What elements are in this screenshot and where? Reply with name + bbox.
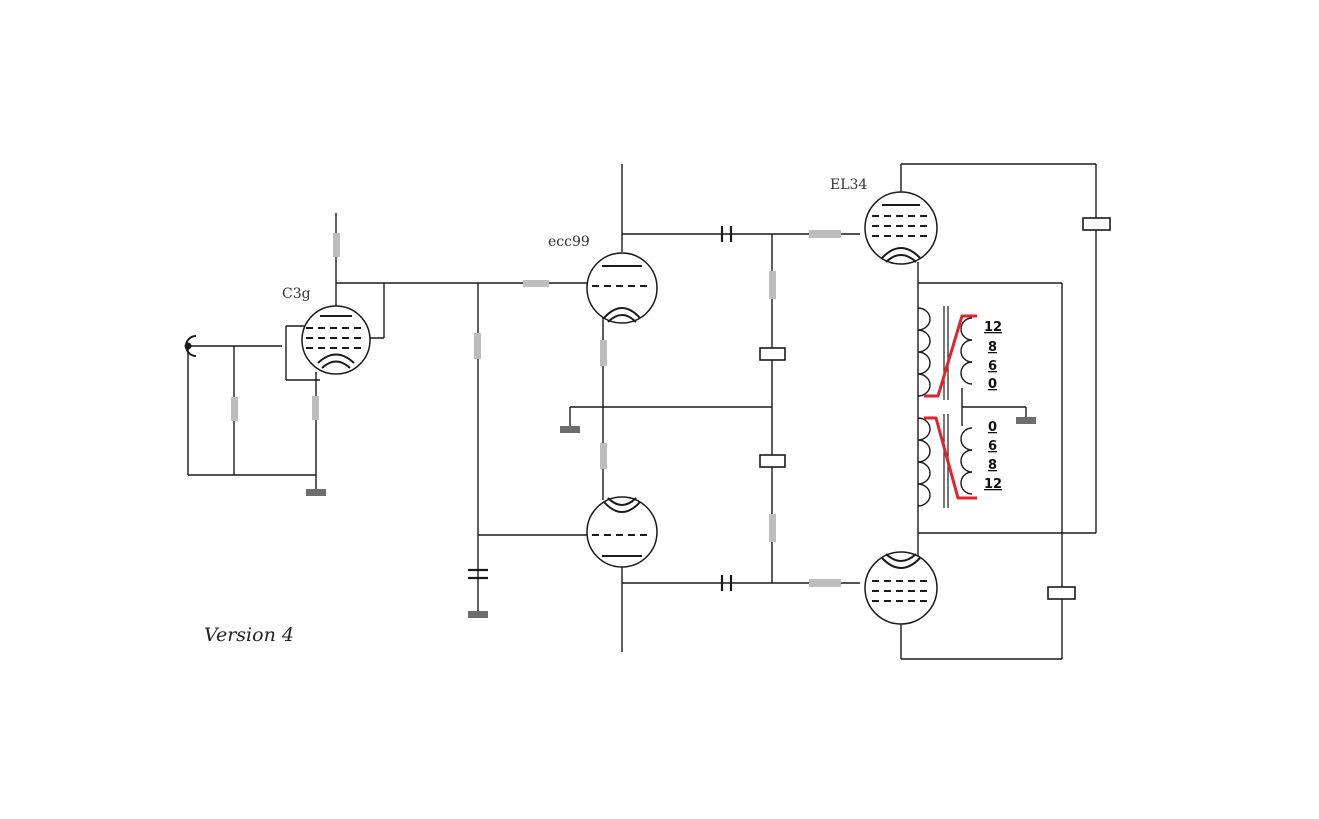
c3g-label: C3g — [282, 286, 311, 302]
lower-grid-leak-resistor — [769, 514, 776, 542]
bias-ground-symbol — [468, 611, 488, 618]
ecc99-upper-triode — [586, 252, 658, 324]
upper-el34-grid-stopper — [809, 230, 841, 238]
bias-resistor — [474, 333, 481, 359]
tap-label: 6 — [988, 359, 997, 374]
lower-el34-tube — [864, 551, 938, 625]
lower-el34-grid-stopper — [809, 579, 841, 587]
ecc99-label: ecc99 — [548, 234, 590, 250]
ecc99-cathode-resistor-upper — [600, 340, 607, 366]
input-grid-resistor — [231, 397, 238, 421]
tap-label: 12 — [984, 477, 1002, 492]
cathode-ground-symbol — [560, 426, 580, 433]
tap-label: 0 — [988, 377, 997, 392]
lower-feedback-highlight — [924, 416, 977, 500]
output-transformer — [917, 306, 973, 508]
upper-grid-leak-resistor — [769, 271, 776, 299]
tap-label: 6 — [988, 439, 997, 454]
c3g-cathode-resistor — [312, 396, 319, 420]
lower-feedback-capacitor — [1047, 586, 1076, 600]
upper-decoupling-capacitor — [759, 347, 786, 361]
input-ground-symbol — [306, 489, 326, 496]
lower-decoupling-capacitor — [759, 454, 786, 468]
upper-el34-tube — [864, 191, 938, 265]
output-wiring — [900, 163, 1097, 660]
el34-label: EL34 — [830, 177, 867, 193]
version-label: Version 4 — [204, 624, 294, 646]
c3g-plate-resistor — [333, 233, 340, 257]
input-wiring — [187, 213, 622, 490]
c3g-tube — [301, 305, 371, 375]
lower-coupling-capacitor — [720, 575, 733, 591]
upper-feedback-capacitor — [1082, 217, 1111, 231]
ecc99-grid-stopper-resistor — [523, 280, 549, 287]
lower-secondary-taps: 0 6 8 12 — [984, 420, 1002, 492]
upper-feedback-highlight — [924, 314, 977, 398]
ecc99-cathode-resistor-lower — [600, 443, 607, 469]
upper-secondary-taps: 12 8 6 0 — [984, 320, 1002, 392]
output-ground-symbol — [1016, 417, 1036, 424]
driver-wiring — [477, 164, 860, 652]
tap-label: 12 — [984, 320, 1002, 335]
bias-capacitor — [468, 568, 488, 580]
tap-label: 8 — [988, 340, 997, 355]
upper-coupling-capacitor — [720, 226, 733, 242]
ecc99-lower-triode — [586, 496, 658, 568]
tap-label: 8 — [988, 458, 997, 473]
tap-label: 0 — [988, 420, 997, 435]
